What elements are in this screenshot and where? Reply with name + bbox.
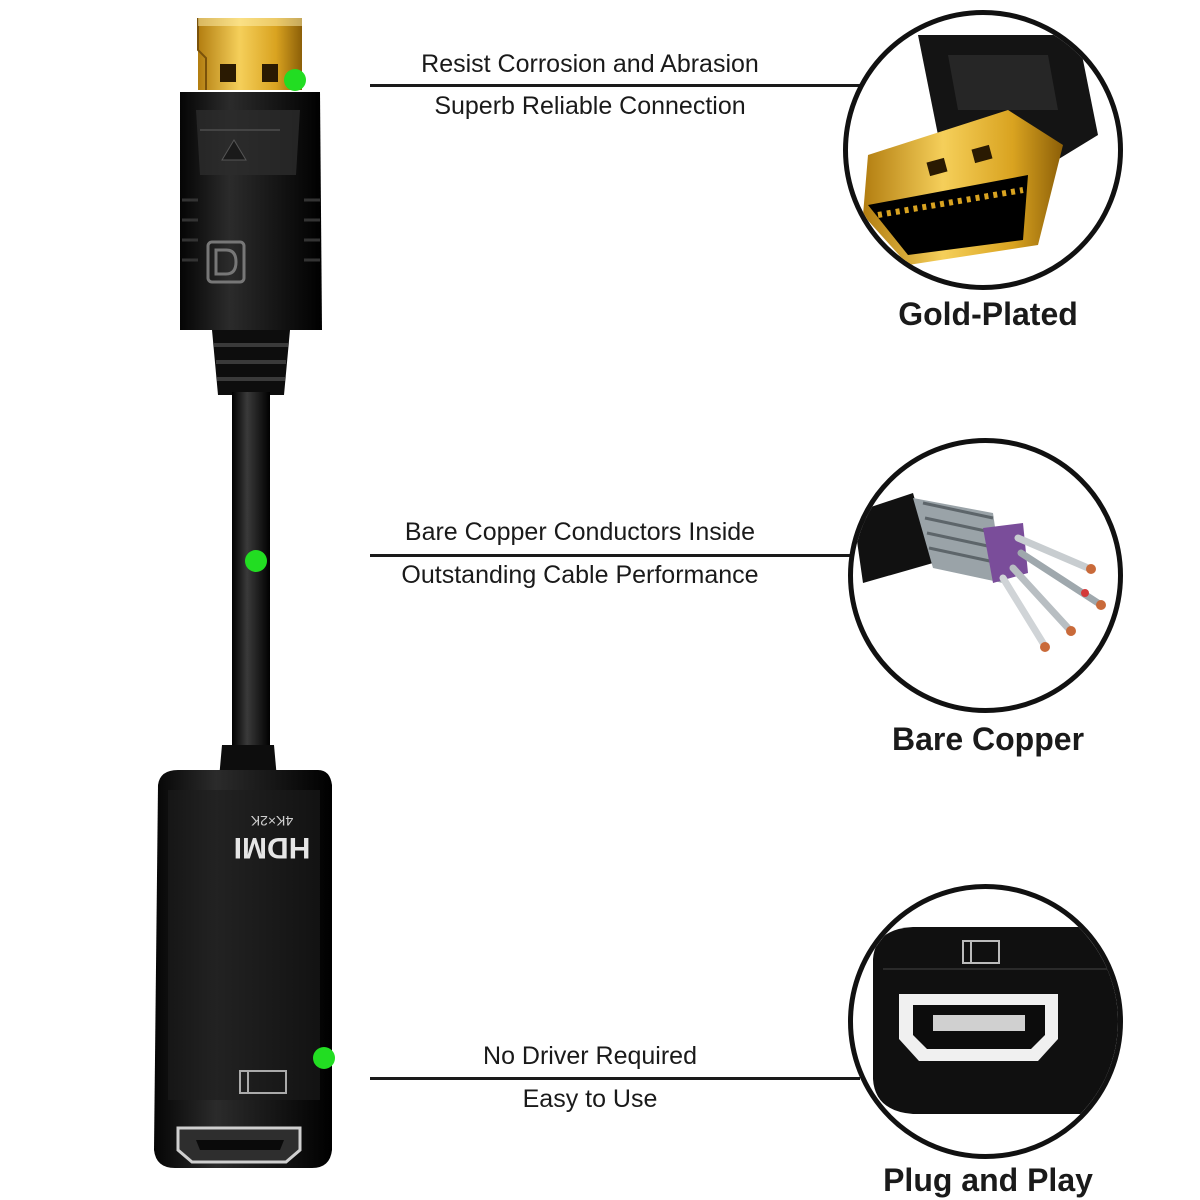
gold-connector-closeup	[863, 35, 1098, 265]
hdmi-housing: HDMI 4K×2K	[154, 770, 332, 1168]
feature-plug-line1: No Driver Required	[483, 1042, 697, 1070]
gold-plated-label: Gold-Plated	[898, 296, 1078, 332]
feature-gold-line1: Resist Corrosion and Abrasion	[421, 50, 759, 78]
feature-plug-line2: Easy to Use	[522, 1085, 658, 1113]
strain-relief-top	[212, 330, 290, 395]
callout-dot-plug	[313, 1047, 335, 1069]
hdmi-brand-text: HDMI	[234, 831, 311, 864]
feature-gold-line2: Superb Reliable Connection	[434, 92, 746, 120]
hdmi-port-closeup	[873, 927, 1118, 1114]
leader-line-gold	[370, 84, 860, 87]
feature-copper-line1: Bare Copper Conductors Inside	[404, 518, 756, 546]
bare-copper-label: Bare Copper	[891, 721, 1085, 757]
copper-cable-closeup	[853, 493, 1106, 652]
plug-and-play-label: Plug and Play	[883, 1162, 1093, 1198]
callout-dot-gold	[284, 69, 306, 91]
plug-and-play-detail-circle	[848, 884, 1123, 1159]
displayport-housing	[180, 92, 322, 330]
cable	[232, 392, 270, 752]
adapter-illustration: HDMI 4K×2K	[154, 18, 332, 1168]
bare-copper-detail-circle	[848, 438, 1123, 713]
leader-line-copper	[370, 554, 860, 557]
feature-copper-line2: Outstanding Cable Performance	[401, 561, 759, 589]
hdmi-resolution-text: 4K×2K	[250, 813, 293, 829]
displayport-logo	[206, 240, 246, 284]
displayport-plug-tip	[197, 18, 302, 90]
gold-plated-detail-circle	[843, 10, 1123, 290]
leader-line-plug	[370, 1077, 860, 1080]
callout-dot-copper	[245, 550, 267, 572]
hdmi-port-symbol	[239, 1070, 287, 1094]
